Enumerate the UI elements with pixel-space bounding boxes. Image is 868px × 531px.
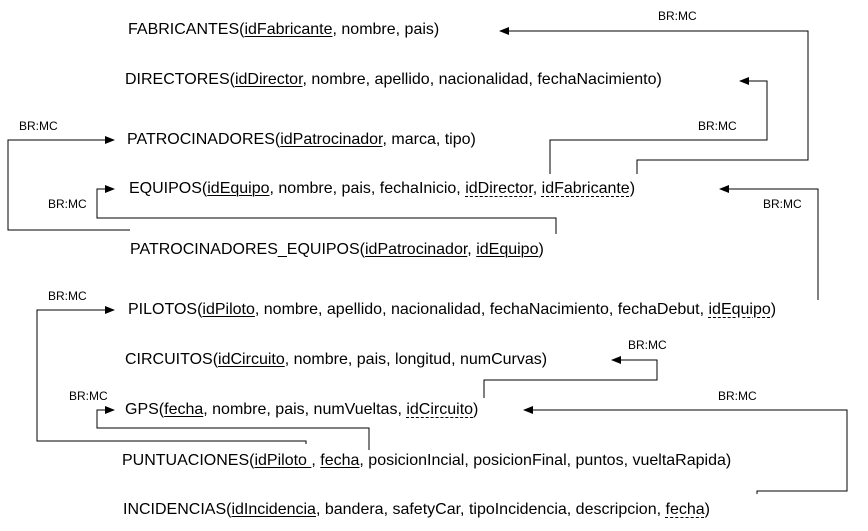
attribute: tipoIncidencia xyxy=(468,501,567,518)
brmc-label-fabricantes: BR:MC xyxy=(658,9,697,23)
table-name: CIRCUITOS xyxy=(125,351,213,368)
brmc-label-patrocinadores: BR:MC xyxy=(19,119,58,133)
attribute: fechaNacimiento xyxy=(489,301,609,318)
brmc-label-pe-equipos: BR:MC xyxy=(48,197,87,211)
attribute: descripcion xyxy=(575,501,657,518)
foreign-key-attribute: idEquipo xyxy=(708,301,771,318)
foreign-key-attribute: idCircuito xyxy=(406,401,474,418)
table-name: GPS xyxy=(125,401,159,418)
attribute: nacionalidad xyxy=(390,301,481,318)
table-patrocinadores: PATROCINADORES(idPatrocinador, marca, ti… xyxy=(127,131,476,148)
attribute: pais xyxy=(356,351,387,368)
link-gps-circuitos xyxy=(483,356,658,398)
brmc-label-circuitos: BR:MC xyxy=(628,338,667,352)
foreign-key-attribute: idFabricante xyxy=(541,180,630,197)
table-directores: DIRECTORES(idDirector, nombre, apellido,… xyxy=(125,71,662,88)
primary-key-attribute: idDirector xyxy=(234,71,303,88)
table-puntuaciones: PUNTUACIONES(idPiloto , fecha, posicionI… xyxy=(122,452,732,469)
attribute: fechaNacimiento xyxy=(537,71,657,88)
link-pe-equipos xyxy=(96,185,557,234)
attribute: apellido xyxy=(374,71,430,88)
attribute: nombre xyxy=(278,180,333,197)
attribute: nombre xyxy=(212,401,267,418)
brmc-label-pilotos-equipos: BR:MC xyxy=(763,197,802,211)
attribute: longitud xyxy=(395,351,452,368)
primary-key-attribute: idPatrocinador xyxy=(280,131,383,148)
link-pe-patrocinadores xyxy=(7,136,130,231)
primary-key-attribute: fecha xyxy=(320,452,360,469)
table-name: DIRECTORES xyxy=(125,71,230,88)
table-name: EQUIPOS xyxy=(129,180,202,197)
link-pilotos-equipos xyxy=(719,185,819,300)
attribute: nombre xyxy=(311,71,366,88)
attribute: nombre xyxy=(293,351,348,368)
attribute: fechaInicio xyxy=(379,180,457,197)
table-pilotos: PILOTOS(idPiloto, nombre, apellido, naci… xyxy=(128,301,777,318)
attribute: bandera xyxy=(324,501,384,518)
attribute: numVueltas xyxy=(313,401,398,418)
link-equipos-directores xyxy=(549,77,768,174)
table-incidencias: INCIDENCIAS(idIncidencia, bandera, safet… xyxy=(123,501,710,518)
table-equipos: EQUIPOS(idEquipo, nombre, pais, fechaIni… xyxy=(129,180,636,197)
primary-key-attribute: fecha xyxy=(164,401,204,418)
brmc-label-incidencias-gps: BR:MC xyxy=(718,389,757,403)
attribute: pais xyxy=(341,180,371,197)
primary-key-attribute: idFabricante xyxy=(244,21,333,38)
attribute: marca xyxy=(391,131,436,148)
attribute: nombre xyxy=(341,21,396,38)
foreign-key-attribute: fecha xyxy=(665,501,705,518)
attribute: vueltaRapida xyxy=(632,452,726,469)
table-name: PUNTUACIONES xyxy=(122,452,250,469)
table-name: PILOTOS xyxy=(128,301,198,318)
table-gps: GPS(fecha, nombre, pais, numVueltas, idC… xyxy=(125,401,479,418)
attribute: fechaDebut xyxy=(617,301,700,318)
attribute: nombre xyxy=(263,301,319,318)
attribute: numCurvas xyxy=(459,351,542,368)
attribute: nacionalidad xyxy=(438,71,529,88)
link-equipos-fabricantes xyxy=(499,27,809,174)
link-puntuaciones-gps xyxy=(96,406,370,450)
table-name: PATROCINADORES xyxy=(127,131,275,148)
attribute: pais xyxy=(275,401,305,418)
attribute: safetyCar xyxy=(392,501,461,518)
link-puntuaciones-pilotos xyxy=(36,306,307,444)
attribute: posicionIncial xyxy=(368,452,465,469)
link-incidencias-gps xyxy=(523,406,848,494)
table-name: PATROCINADORES_EQUIPOS xyxy=(130,241,360,258)
attribute: apellido xyxy=(326,301,383,318)
primary-key-attribute: idCircuito xyxy=(218,351,285,368)
table-name: FABRICANTES xyxy=(128,21,240,38)
brmc-label-puntuaciones-gps: BR:MC xyxy=(69,389,108,403)
table-circuitos: CIRCUITOS(idCircuito, nombre, pais, long… xyxy=(125,351,548,368)
primary-key-attribute: idIncidencia xyxy=(231,501,316,518)
attribute: tipo xyxy=(444,131,471,148)
table-name: INCIDENCIAS xyxy=(123,501,227,518)
brmc-label-directores: BR:MC xyxy=(698,119,737,133)
attribute: puntos xyxy=(575,452,624,469)
attribute: posicionFinal xyxy=(473,452,567,469)
foreign-key-attribute: idDirector xyxy=(465,180,533,197)
primary-key-attribute: idEquipo xyxy=(476,241,539,258)
attribute: pais xyxy=(404,21,434,38)
table-fabricantes: FABRICANTES(idFabricante, nombre, pais) xyxy=(128,21,440,38)
primary-key-attribute: idPiloto xyxy=(202,301,255,318)
primary-key-attribute: idPatrocinador xyxy=(365,241,468,258)
brmc-label-puntuaciones-pilotos: BR:MC xyxy=(48,289,87,303)
primary-key-attribute: idEquipo xyxy=(207,180,270,197)
primary-key-attribute: idPiloto xyxy=(254,452,312,469)
table-patrocinadores-equipos: PATROCINADORES_EQUIPOS(idPatrocinador, i… xyxy=(130,241,544,258)
